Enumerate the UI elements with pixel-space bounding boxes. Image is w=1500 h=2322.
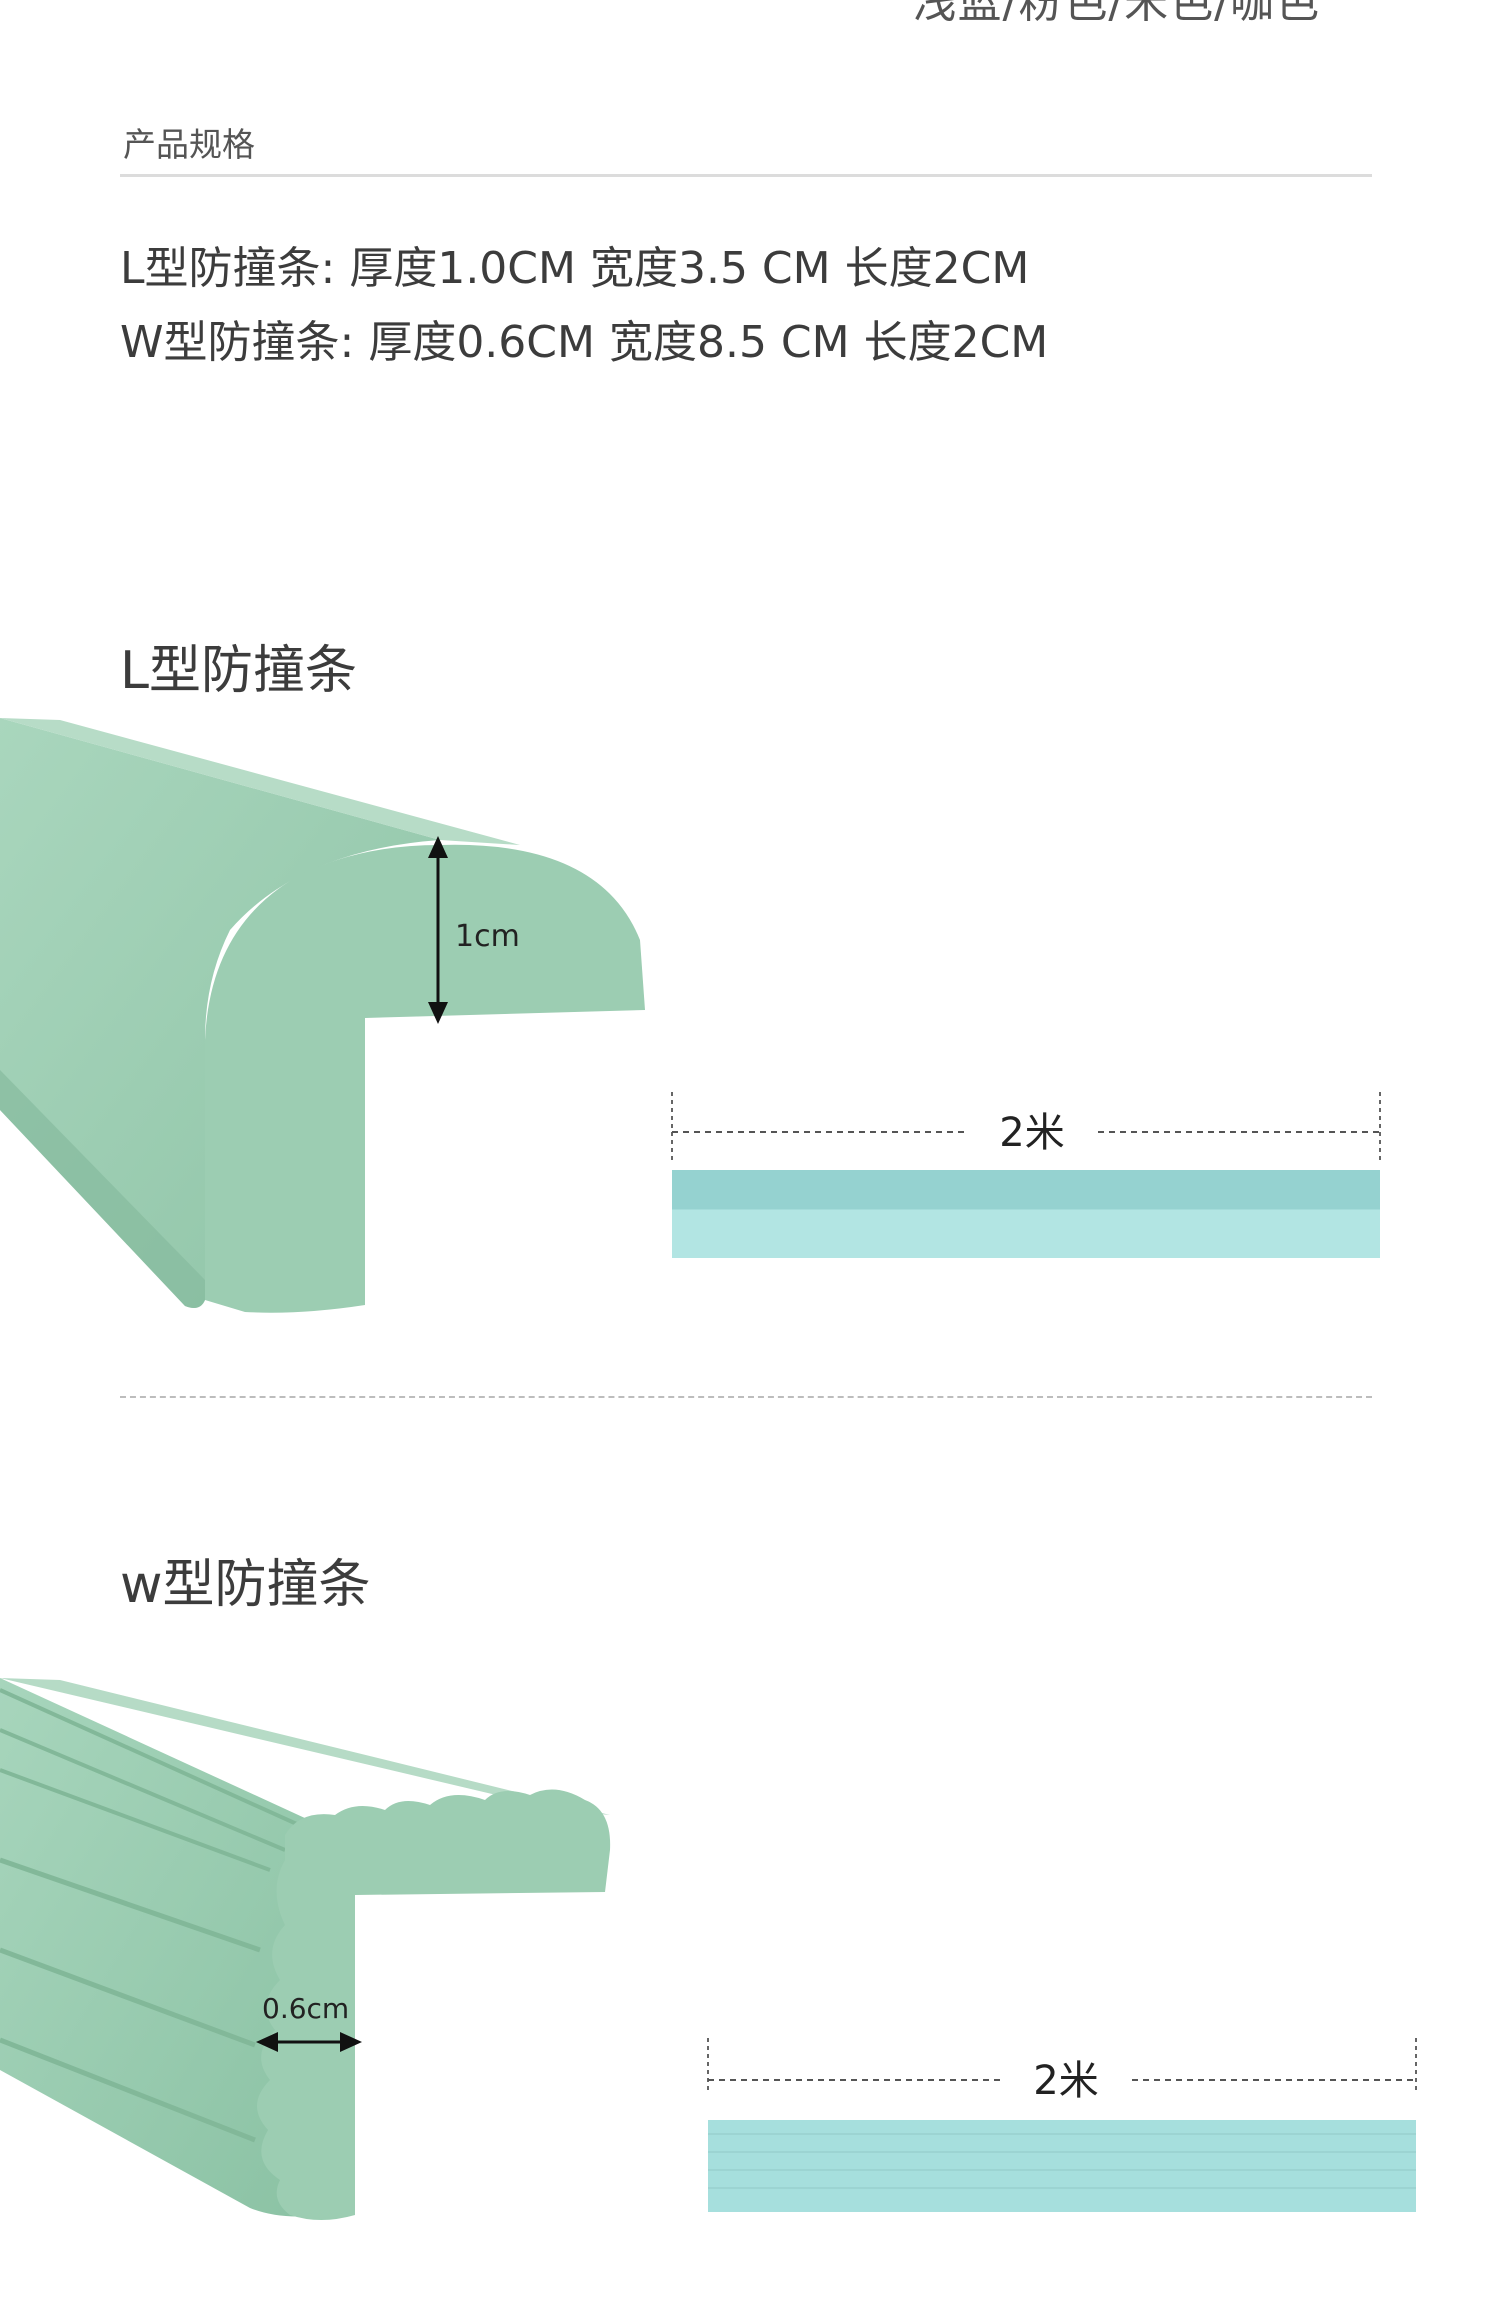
- spec-section-label: 产品规格: [123, 125, 255, 164]
- l-length-dimension: [671, 1092, 1381, 1160]
- w-thickness-marker: [256, 2032, 362, 2052]
- l-type-illustration: 1cm 2米: [0, 718, 1381, 1313]
- section-divider: [120, 1396, 1372, 1398]
- l-thickness-marker: [428, 836, 448, 1024]
- w-type-title: w型防撞条: [120, 1555, 371, 1615]
- w-length-dimension: [707, 2038, 1417, 2090]
- spec-line-l-type: L型防撞条: 厚度1.0CM 宽度3.5 CM 长度2CM: [120, 243, 1030, 294]
- l-type-title: L型防撞条: [120, 641, 357, 701]
- l-thickness-label: 1cm: [455, 919, 520, 954]
- w-length-bar: [708, 2120, 1416, 2212]
- w-thickness-label: 0.6cm: [262, 1992, 349, 2025]
- color-options-partial-text: 浅蓝/粉色/米色/咖色: [912, 0, 1320, 28]
- l-length-bar: [672, 1170, 1380, 1258]
- w-type-illustration: 0.6cm 2米: [0, 1678, 1417, 2220]
- w-strip-body: [0, 1678, 611, 2220]
- spec-line-w-type: W型防撞条: 厚度0.6CM 宽度8.5 CM 长度2CM: [120, 317, 1049, 368]
- l-strip-body: [0, 718, 645, 1313]
- spec-divider-rule: [120, 174, 1372, 177]
- w-length-label: 2米: [1033, 2058, 1098, 2104]
- l-length-label: 2米: [999, 1110, 1064, 1156]
